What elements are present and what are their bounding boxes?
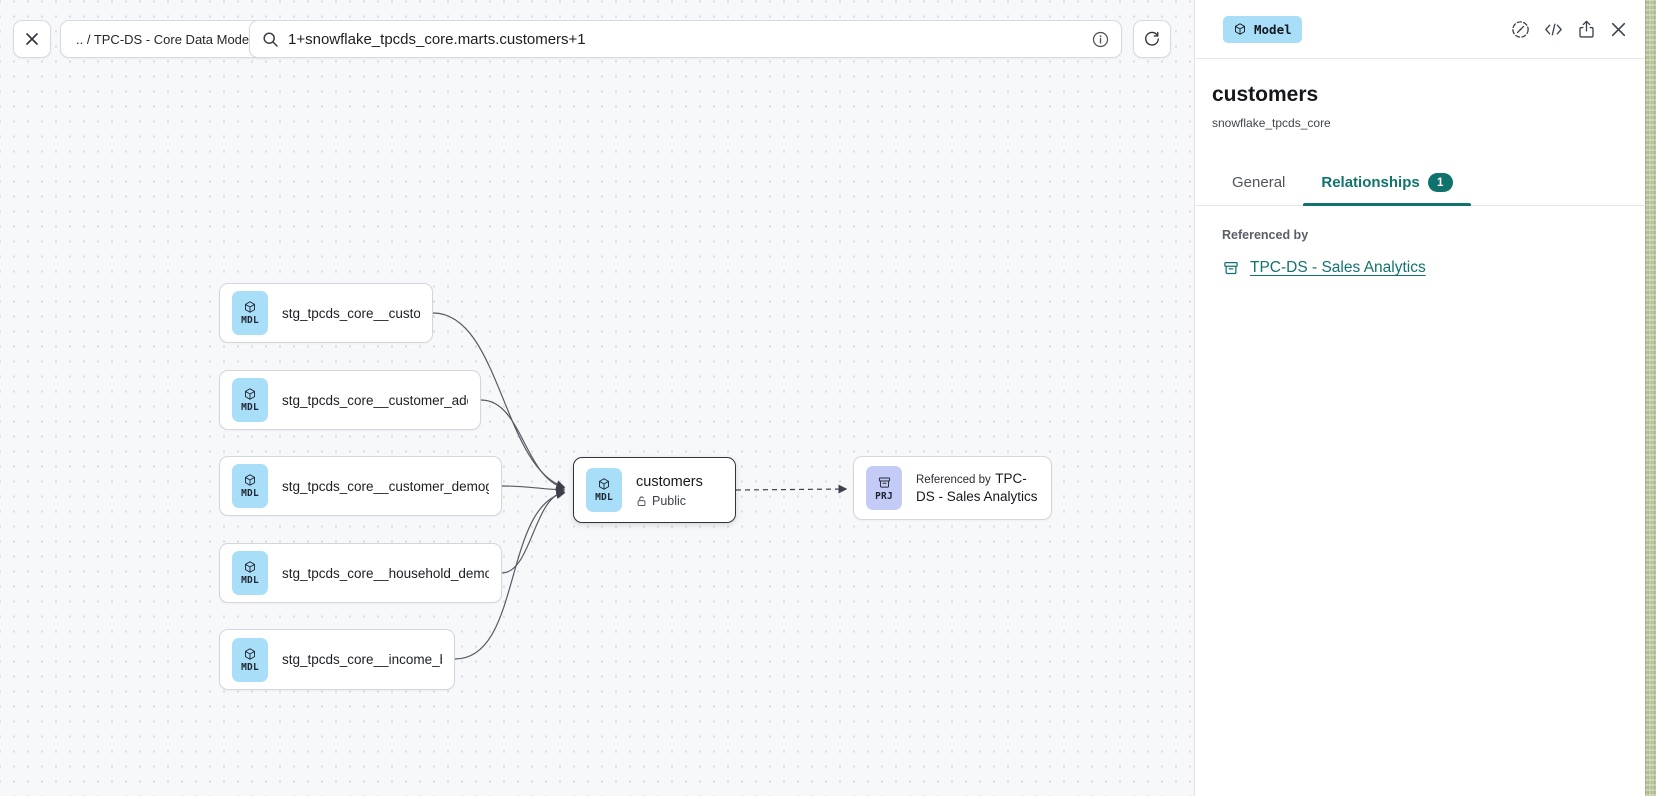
unlock-icon (636, 495, 647, 507)
node-project-sales-analytics[interactable]: PRJ Referenced by TPC-DS - Sales Analyti… (853, 456, 1052, 520)
project-archive-icon (1222, 259, 1240, 277)
referenced-by-section: Referenced by TPC-DS - Sales Analytics (1195, 206, 1645, 277)
node-label: stg_tpcds_core__income_band (282, 652, 442, 667)
node-stg-customer[interactable]: MDL stg_tpcds_core__customer (219, 283, 433, 343)
panel-header: Model (1195, 0, 1645, 59)
lineage-canvas[interactable]: .. / TPC-DS - Core Data Models MDL stg_t… (0, 0, 1194, 796)
node-customers-selected[interactable]: MDL customers Public (573, 457, 736, 523)
referenced-by-label: Referenced by (1222, 228, 1618, 242)
node-label: stg_tpcds_core__customer_demogra... (282, 479, 489, 494)
node-title: customers (636, 474, 703, 490)
panel-tabs: General Relationships 1 (1195, 160, 1645, 206)
tab-relationships[interactable]: Relationships 1 (1303, 160, 1470, 205)
model-type-icon: MDL (232, 291, 268, 335)
breadcrumb[interactable]: .. / TPC-DS - Core Data Models (60, 20, 275, 58)
relationships-count-badge: 1 (1428, 173, 1453, 192)
panel-subtitle: snowflake_tpcds_core (1212, 116, 1628, 130)
tab-general[interactable]: General (1214, 160, 1303, 205)
project-type-icon: PRJ (866, 466, 902, 510)
info-icon[interactable] (1092, 31, 1109, 48)
node-label: stg_tpcds_core__household_demogr... (282, 566, 489, 581)
lineage-edges (0, 0, 1194, 796)
node-label: stg_tpcds_core__customer_address (282, 393, 468, 408)
search-icon (262, 31, 279, 48)
referenced-project-link[interactable]: TPC-DS - Sales Analytics (1250, 259, 1426, 277)
close-lineage-button[interactable] (13, 20, 51, 58)
model-type-icon: MDL (586, 468, 622, 512)
desktop-edge-strip (1645, 0, 1656, 796)
model-type-icon: MDL (232, 464, 268, 508)
node-label: stg_tpcds_core__customer (282, 306, 420, 321)
refresh-icon (1143, 30, 1161, 48)
node-stg-household-demographics[interactable]: MDL stg_tpcds_core__household_demogr... (219, 543, 502, 603)
details-panel: Model customers snowflake_tpcds_core Gen… (1194, 0, 1645, 796)
node-access-label: Public (652, 494, 686, 508)
node-kicker: Referenced by (916, 474, 991, 486)
node-stg-customer-address[interactable]: MDL stg_tpcds_core__customer_address (219, 370, 481, 430)
explore-lineage-icon[interactable] (1510, 19, 1531, 40)
model-type-icon: MDL (232, 551, 268, 595)
cube-icon (1233, 22, 1247, 36)
close-icon (24, 31, 40, 47)
node-access-row: Public (636, 494, 703, 508)
lineage-selector-bar[interactable] (249, 20, 1122, 58)
model-type-badge: Model (1223, 16, 1302, 43)
model-type-icon: MDL (232, 638, 268, 682)
close-panel-icon[interactable] (1609, 20, 1628, 39)
selector-search-input[interactable] (288, 31, 1083, 48)
node-stg-customer-demographics[interactable]: MDL stg_tpcds_core__customer_demogra... (219, 456, 502, 516)
breadcrumb-label: .. / TPC-DS - Core Data Models (76, 32, 259, 47)
panel-title: customers (1212, 83, 1628, 107)
model-type-icon: MDL (232, 378, 268, 422)
share-icon[interactable] (1576, 19, 1597, 40)
refresh-lineage-button[interactable] (1133, 20, 1171, 58)
node-stg-income-band[interactable]: MDL stg_tpcds_core__income_band (219, 629, 455, 690)
code-icon[interactable] (1543, 19, 1564, 40)
